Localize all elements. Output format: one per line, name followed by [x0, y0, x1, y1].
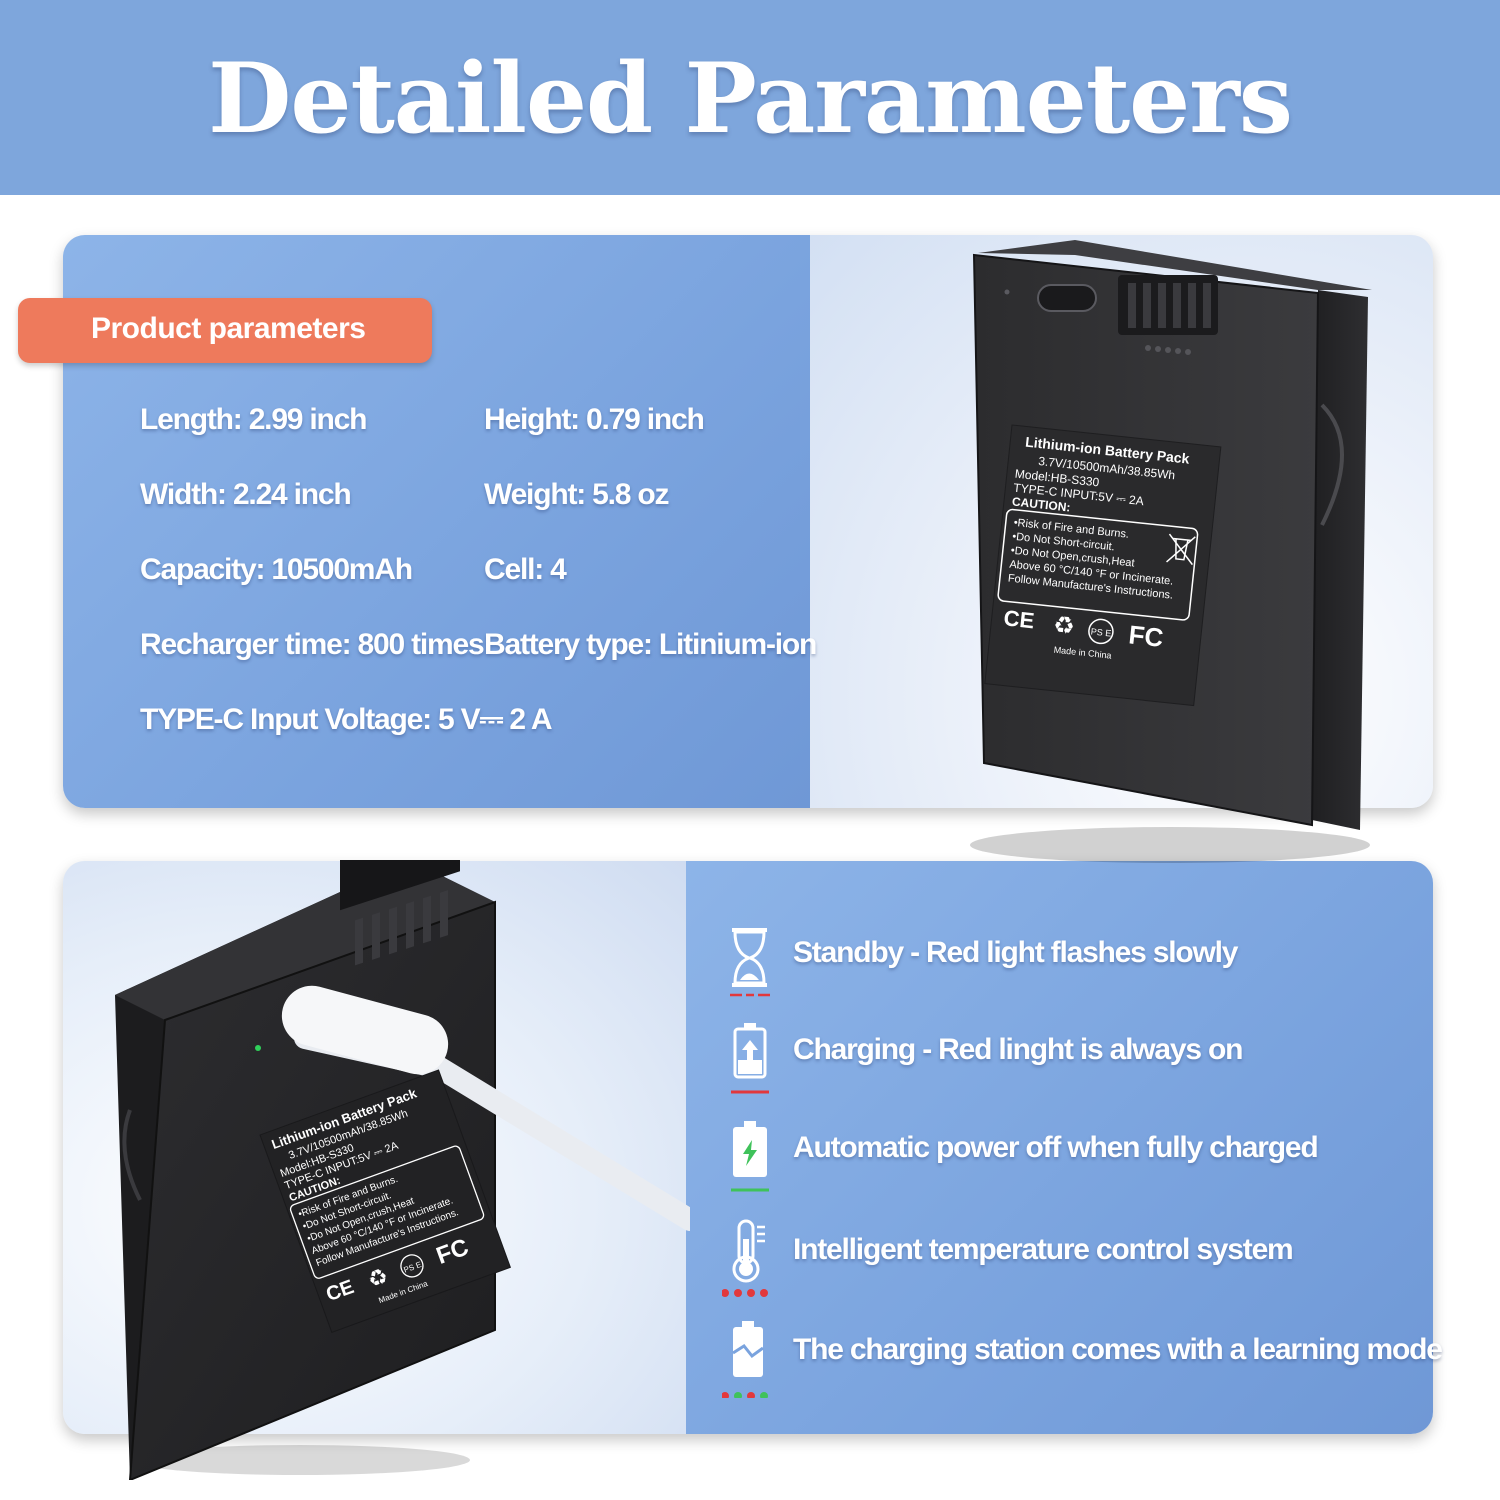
- features-background: [686, 861, 1433, 1434]
- param-input-voltage: TYPE-C Input Voltage: 5 V⎓ 2 A: [140, 703, 553, 736]
- feature-standby: Standby - Red light flashes slowly: [793, 936, 1238, 969]
- battery-charging-image: Lithium-ion Battery Pack 3.7V/10500mAh/3…: [115, 860, 690, 1480]
- hourglass-icon: [730, 928, 770, 997]
- battery-charging-icon: [731, 1023, 769, 1094]
- recycle-icon: ♻: [1052, 611, 1076, 640]
- param-height: Height: 0.79 inch: [484, 403, 705, 436]
- pse-mark-icon-2: [400, 1254, 424, 1278]
- param-weight: Weight: 5.8 oz: [484, 478, 670, 511]
- param-capacity: Capacity: 10500mAh: [140, 553, 413, 586]
- feature-charging: Charging - Red linght is always on: [793, 1033, 1243, 1066]
- crossed-bin-icon: [1166, 533, 1196, 566]
- param-width: Width: 2.24 inch: [140, 478, 352, 511]
- pse-mark-icon: [1088, 618, 1114, 645]
- product-parameters-tag: Product parameters: [18, 298, 432, 363]
- svg-text:PS E: PS E: [1090, 626, 1111, 638]
- page-title: Detailed Parameters: [208, 42, 1293, 155]
- feature-auto-power-off: Automatic power off when fully charged: [793, 1131, 1319, 1164]
- battery-learning-icon: [722, 1321, 768, 1398]
- feature-learning-mode: The charging station comes with a learni…: [793, 1333, 1443, 1366]
- header-banner: Detailed Parameters: [0, 0, 1500, 195]
- battery-label-caution: CAUTION:: [1011, 494, 1071, 514]
- feature-temperature-control: Intelligent temperature control system: [793, 1233, 1294, 1266]
- param-battery-type: Battery type: Litinium-ion: [484, 628, 817, 661]
- ce-mark-icon: CE: [1003, 605, 1036, 633]
- battery-back-image: Lithium-ion Battery Pack 3.7V/10500mAh/3…: [970, 240, 1372, 863]
- battery-full-icon: [731, 1121, 769, 1192]
- tag-label: Product parameters: [91, 312, 366, 345]
- fcc-mark-icon: FC: [1127, 619, 1165, 652]
- param-length: Length: 2.99 inch: [140, 403, 367, 436]
- param-recharge: Recharger time: 800 times: [140, 628, 485, 661]
- param-cell: Cell: 4: [484, 553, 567, 586]
- thermometer-icon: [722, 1219, 768, 1297]
